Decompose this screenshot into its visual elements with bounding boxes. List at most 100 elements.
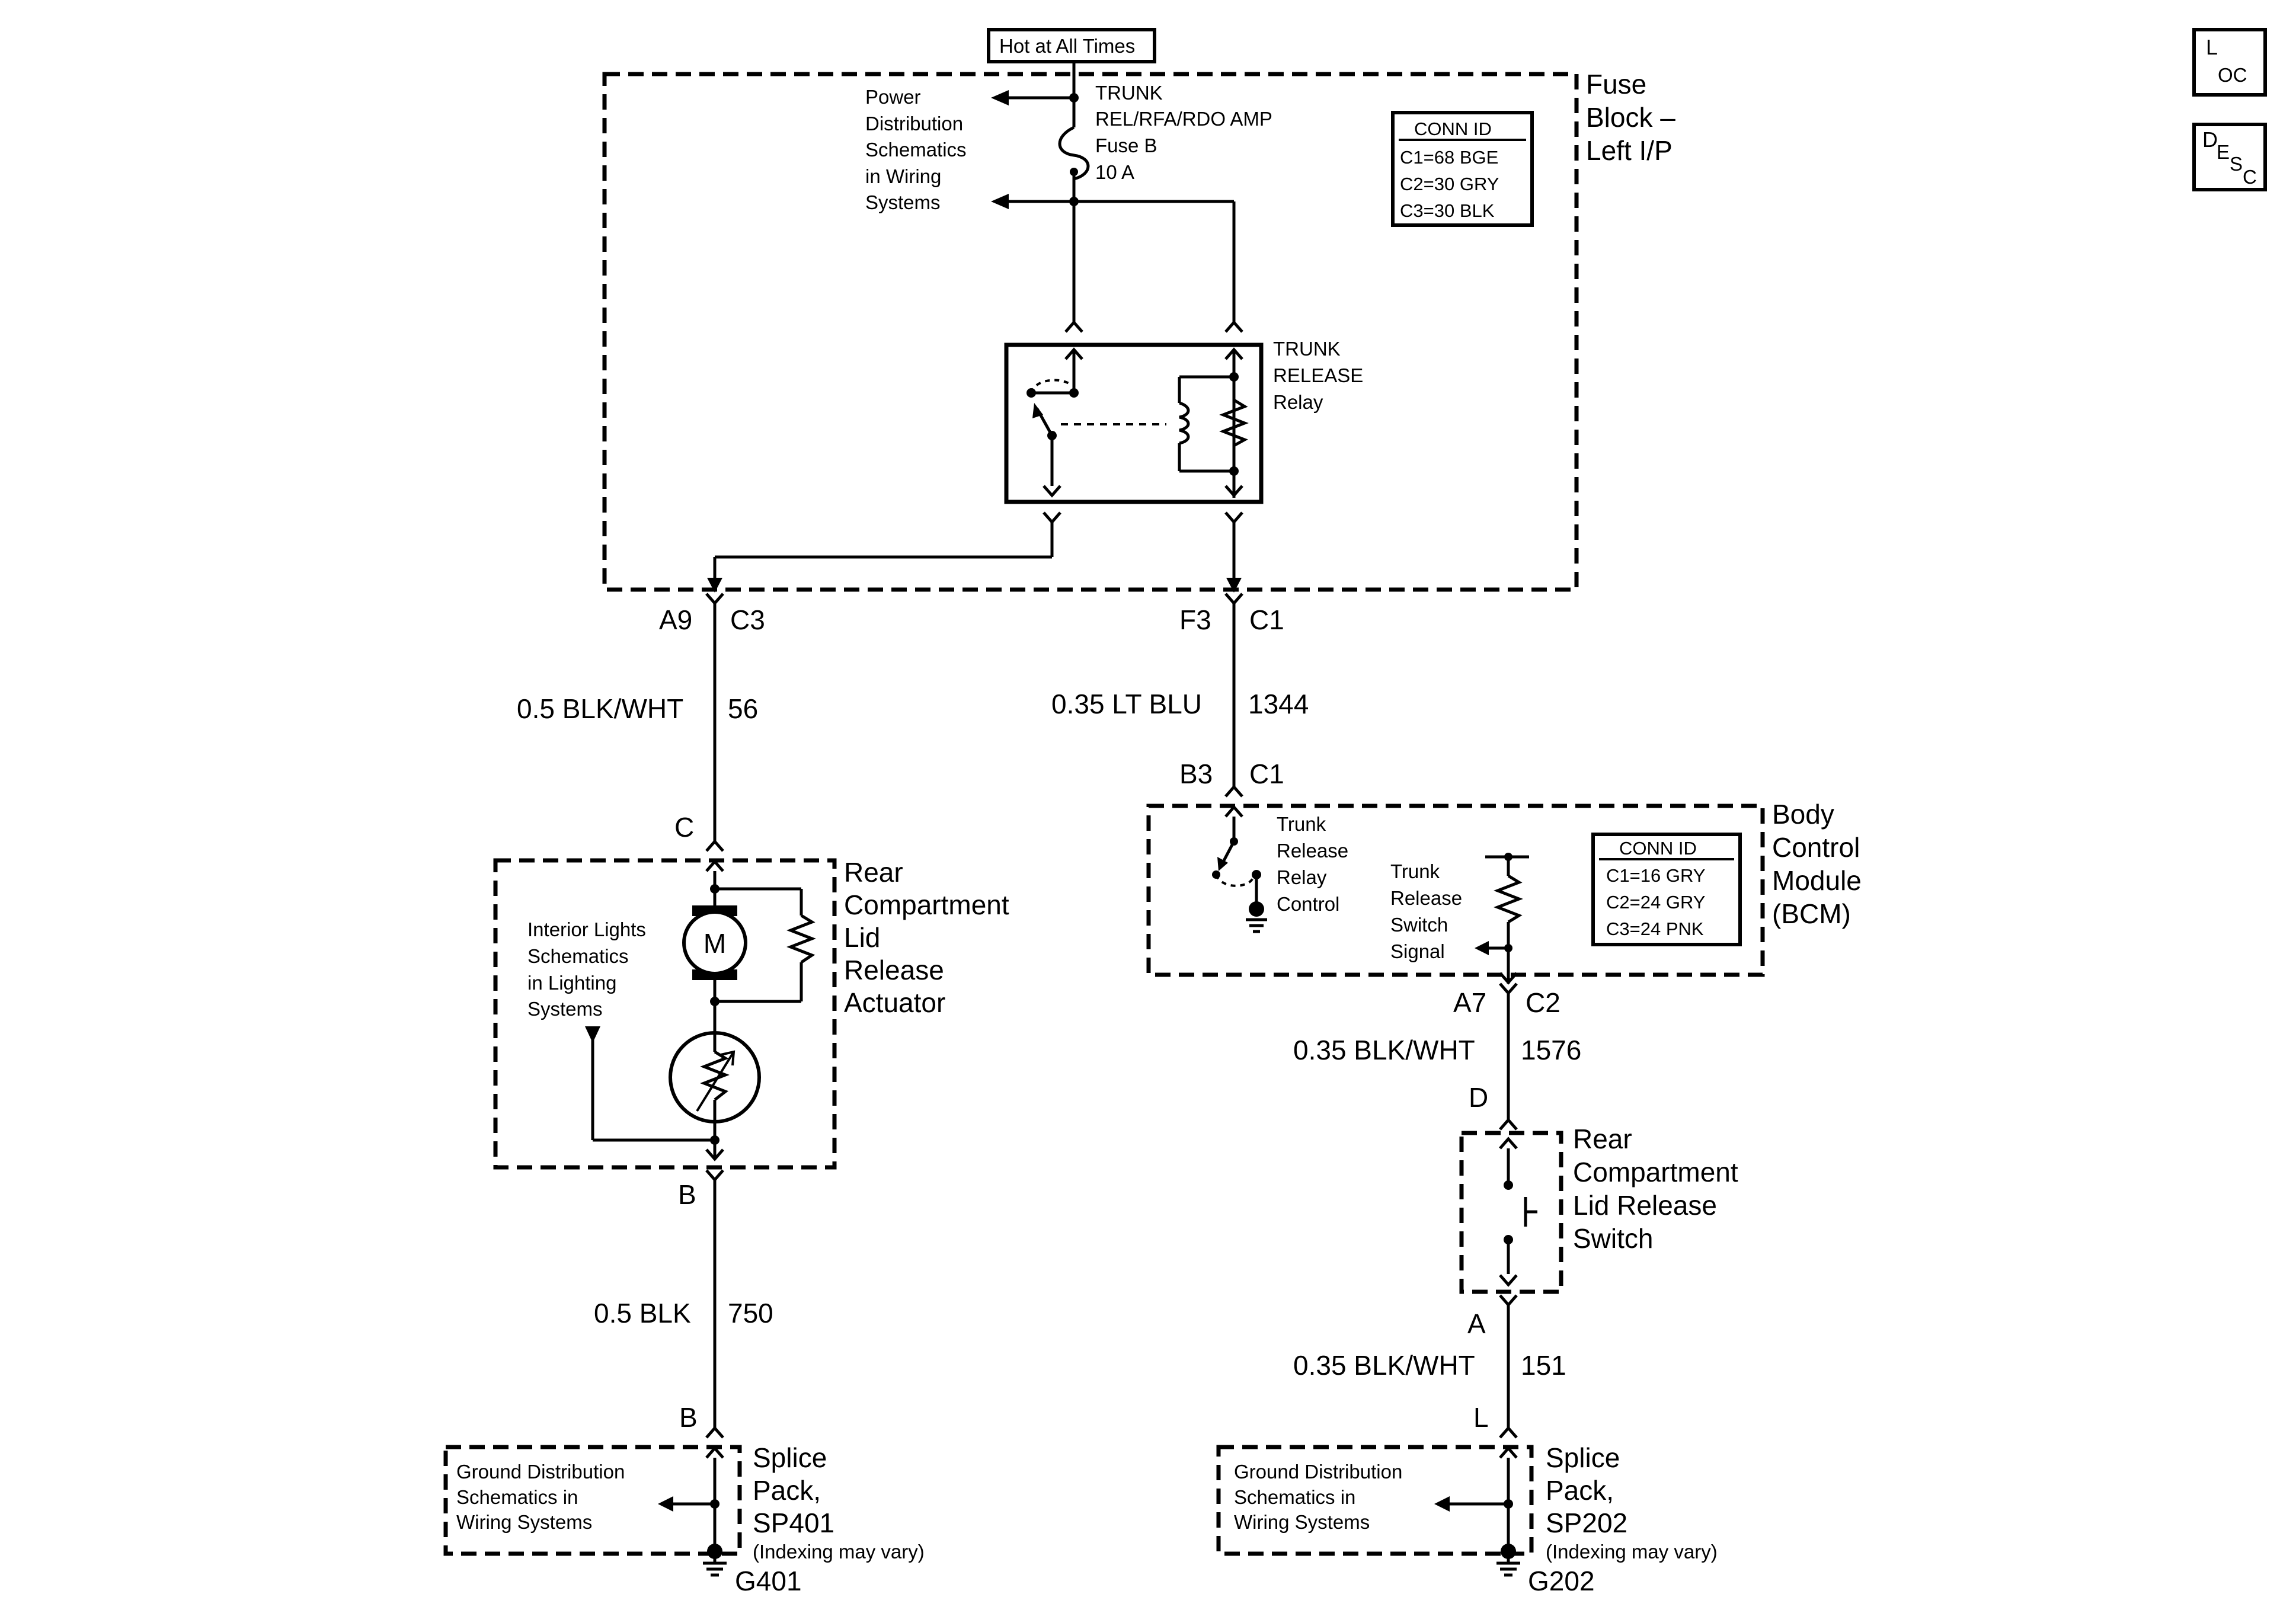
svg-text:Ground Distribution: Ground Distribution	[1234, 1461, 1402, 1483]
splice-pack-sp202-label: Splice Pack, SP202 (Indexing may vary)	[1546, 1442, 1718, 1563]
svg-text:(Indexing may vary): (Indexing may vary)	[1546, 1541, 1718, 1563]
svg-text:Splice: Splice	[753, 1442, 827, 1473]
svg-text:in Wiring: in Wiring	[865, 165, 941, 187]
actuator-outline	[493, 858, 837, 1170]
svg-text:Distribution: Distribution	[865, 113, 963, 135]
svg-text:A7: A7	[1453, 987, 1486, 1018]
trunk-release-relay	[1004, 343, 1264, 504]
connector-b-splice: B	[679, 1402, 724, 1459]
svg-text:RELEASE: RELEASE	[1273, 364, 1363, 386]
svg-text:C1: C1	[1249, 758, 1284, 789]
svg-text:56: 56	[728, 693, 758, 724]
svg-text:Control: Control	[1277, 893, 1339, 915]
svg-text:B3: B3	[1179, 758, 1213, 789]
lid-release-switch	[1504, 1148, 1537, 1274]
desc-badge-letter: D	[2202, 127, 2218, 152]
svg-text:Lid Release: Lid Release	[1573, 1190, 1717, 1221]
svg-text:151: 151	[1521, 1350, 1566, 1381]
sp202-wiring	[1434, 1458, 1520, 1577]
loc-badge[interactable]: L OC	[2192, 28, 2267, 97]
splice-pack-sp401-label: Splice Pack, SP401 (Indexing may vary)	[753, 1442, 925, 1563]
svg-text:Release: Release	[844, 955, 944, 985]
wire-1344-label: 0.35 LT BLU 1344	[1051, 689, 1309, 719]
actuator-internals: M	[585, 871, 816, 1158]
fuse-block-conn-id-table: CONN ID C1=68 BGE C2=30 GRY C3=30 BLK	[1391, 111, 1534, 227]
connector-l-splice: L	[1473, 1402, 1518, 1459]
connector-b3-c1: B3 C1	[1179, 758, 1284, 818]
svg-text:Relay: Relay	[1277, 866, 1327, 888]
svg-text:Schematics in: Schematics in	[1234, 1486, 1355, 1508]
connector-b-actuator: B	[678, 1148, 724, 1210]
trunk-release-relay-label: TRUNK RELEASE Relay	[1273, 338, 1363, 413]
wire-151-label: 0.35 BLK/WHT 151	[1293, 1350, 1566, 1381]
svg-text:Ground Distribution: Ground Distribution	[456, 1461, 625, 1483]
svg-text:Interior Lights: Interior Lights	[527, 918, 646, 940]
connector-d-switch: D	[1469, 1082, 1518, 1150]
actuator-label: Rear Compartment Lid Release Actuator	[844, 857, 1009, 1018]
svg-text:Switch: Switch	[1573, 1223, 1653, 1254]
relay-control-label: Trunk Release Relay Control	[1277, 813, 1348, 915]
sp401-wiring	[658, 1458, 727, 1577]
svg-text:Signal: Signal	[1390, 940, 1445, 962]
svg-text:in Lighting: in Lighting	[527, 972, 616, 994]
splice-pack-sp401-outline	[443, 1445, 742, 1556]
svg-text:SP202: SP202	[1546, 1507, 1627, 1538]
svg-text:Compartment: Compartment	[844, 889, 1009, 920]
svg-text:Pack,: Pack,	[753, 1475, 821, 1506]
svg-text:Splice: Splice	[1546, 1442, 1620, 1473]
svg-text:Switch: Switch	[1390, 914, 1448, 936]
switch-signal-label: Trunk Release Switch Signal	[1390, 860, 1462, 962]
svg-text:F3: F3	[1179, 604, 1211, 635]
svg-text:C2=30 GRY: C2=30 GRY	[1400, 174, 1499, 194]
svg-text:C1: C1	[1249, 604, 1284, 635]
wire-56-label: 0.5 BLK/WHT 56	[517, 693, 758, 724]
svg-text:Block –: Block –	[1586, 102, 1675, 133]
svg-text:Release: Release	[1390, 887, 1462, 909]
desc-badge[interactable]: D E S C	[2192, 123, 2267, 191]
svg-text:Control: Control	[1772, 832, 1860, 863]
desc-badge-sub-2: S	[2230, 153, 2243, 175]
lid-release-switch-outline	[1459, 1131, 1563, 1294]
svg-text:Module: Module	[1772, 865, 1862, 896]
svg-text:Schematics: Schematics	[865, 139, 967, 161]
svg-text:10 A: 10 A	[1095, 161, 1134, 183]
svg-text:Body: Body	[1772, 799, 1834, 830]
interior-lights-reference: Interior Lights Schematics in Lighting S…	[527, 918, 646, 1020]
fuse-feed-wiring	[991, 62, 1243, 333]
relay-control-driver	[1212, 817, 1267, 933]
power-distribution-reference: Power Distribution Schematics in Wiring …	[865, 86, 967, 213]
fuse-block-outline	[602, 72, 1579, 592]
svg-text:SP401: SP401	[753, 1507, 834, 1538]
svg-text:C1=16 GRY: C1=16 GRY	[1606, 865, 1705, 886]
connector-a9-c3: A9 C3	[659, 593, 765, 635]
svg-text:CONN ID: CONN ID	[1414, 119, 1492, 139]
svg-text:C1=68 BGE: C1=68 BGE	[1400, 147, 1498, 168]
svg-text:Wiring Systems: Wiring Systems	[1234, 1511, 1370, 1533]
svg-text:Wiring Systems: Wiring Systems	[456, 1511, 592, 1533]
svg-text:C3=24 PNK: C3=24 PNK	[1606, 918, 1704, 939]
hot-at-all-times-label: Hot at All Times	[999, 35, 1135, 57]
svg-text:Actuator: Actuator	[844, 987, 945, 1018]
svg-text:TRUNK: TRUNK	[1273, 338, 1341, 360]
ground-g401-label: G401	[735, 1566, 802, 1596]
svg-text:0.35 BLK/WHT: 0.35 BLK/WHT	[1293, 1035, 1475, 1065]
motor-symbol-label: M	[703, 928, 726, 959]
svg-text:TRUNK: TRUNK	[1095, 82, 1163, 104]
fuse-block-label: Fuse Block – Left I/P	[1586, 69, 1675, 166]
switch-signal-pullup	[1475, 853, 1529, 985]
wire-1576-label: 0.35 BLK/WHT 1576	[1293, 1035, 1581, 1065]
svg-text:C3: C3	[730, 604, 765, 635]
svg-text:Left I/P: Left I/P	[1586, 135, 1673, 166]
svg-text:Pack,: Pack,	[1546, 1475, 1614, 1506]
svg-text:Power: Power	[865, 86, 921, 108]
sp202-ground-reference: Ground Distribution Schematics in Wiring…	[1234, 1461, 1402, 1533]
svg-text:B: B	[679, 1402, 698, 1433]
bcm-outline	[1146, 804, 1765, 977]
svg-text:Fuse: Fuse	[1586, 69, 1646, 100]
sp401-ground-reference: Ground Distribution Schematics in Wiring…	[456, 1461, 625, 1533]
svg-text:Lid: Lid	[844, 922, 880, 953]
relay-output-wiring	[707, 511, 1243, 593]
ground-g202-label: G202	[1528, 1566, 1595, 1596]
svg-text:REL/RFA/RDO AMP: REL/RFA/RDO AMP	[1095, 108, 1272, 130]
svg-text:1344: 1344	[1248, 689, 1309, 719]
